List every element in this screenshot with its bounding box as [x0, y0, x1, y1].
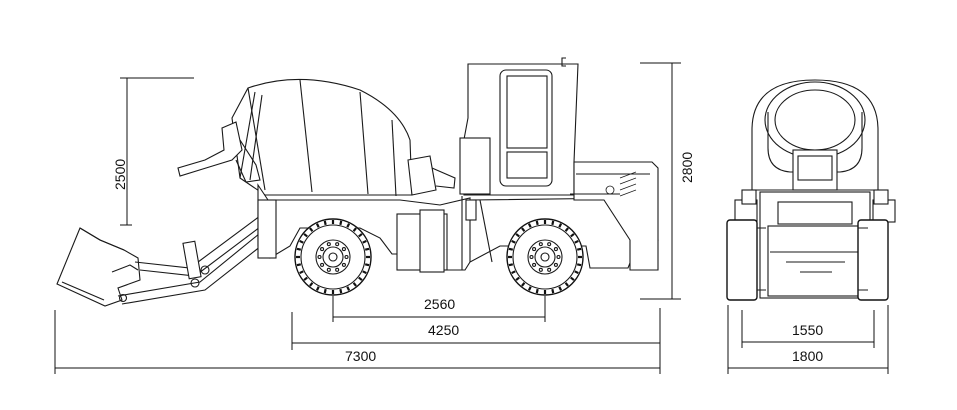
tire-tread: [570, 233, 575, 238]
dim-label-4250: 4250: [428, 322, 459, 338]
wheel-bolt: [335, 242, 340, 247]
wheel-bolt: [344, 254, 349, 260]
tire-tread: [515, 233, 520, 238]
front-drum: [751, 79, 879, 191]
tire-tread: [364, 263, 370, 267]
tire-tread: [508, 247, 514, 251]
wheel-bolt: [553, 247, 558, 252]
tire-tread: [558, 223, 563, 228]
tire-tread: [362, 239, 367, 244]
tire-tread: [364, 247, 370, 251]
tire-tread: [299, 239, 304, 244]
tire-tread: [352, 227, 357, 232]
wheel-bolt: [317, 254, 322, 260]
dim-label-2500: 2500: [112, 159, 128, 190]
wheel-bolt: [547, 267, 552, 272]
tire-tread: [535, 220, 539, 226]
tire-tread: [576, 247, 582, 251]
front-wheel: [294, 218, 372, 296]
tire-tread: [358, 276, 363, 281]
tire-tread: [299, 270, 304, 275]
side-view: [56, 57, 659, 307]
dim-label-1550: 1550: [792, 322, 823, 338]
engine-hood: [570, 161, 659, 271]
dim-label-7300: 7300: [345, 348, 376, 364]
wheel-bolt: [341, 247, 346, 252]
tire-tread: [558, 286, 563, 291]
tire-tread: [551, 288, 555, 294]
wheel-bolt: [320, 247, 325, 252]
tire-tread: [551, 220, 555, 226]
wheel-bolt: [326, 267, 331, 272]
wheel-bolt: [320, 262, 325, 267]
dimension-lines: [54, 62, 889, 374]
wheel-bolt: [341, 262, 346, 267]
chassis-frame: [257, 183, 659, 273]
tire-tread: [527, 223, 532, 228]
tire-tread: [511, 239, 516, 244]
loader-bucket: [56, 209, 276, 307]
front-tires: [726, 219, 889, 301]
tire-tread: [564, 227, 569, 232]
tire-tread: [323, 288, 327, 294]
tire-tread: [352, 282, 357, 287]
tire-tread: [515, 276, 520, 281]
rear-wheel: [506, 218, 584, 296]
tire-tread: [339, 288, 343, 294]
tire-tread: [511, 270, 516, 275]
tire-tread: [521, 282, 526, 287]
mixer-drum: [177, 78, 456, 197]
tire-tread: [535, 288, 539, 294]
cab: [459, 57, 579, 196]
tire-tread: [296, 263, 302, 267]
wheel-bolt: [335, 267, 340, 272]
tire-tread: [315, 223, 320, 228]
vent-grille: [605, 171, 637, 197]
tire-tread: [346, 223, 351, 228]
wheel-bolt: [326, 242, 331, 247]
tire-tread: [521, 227, 526, 232]
wheel-bolt: [553, 262, 558, 267]
tire-tread: [323, 220, 327, 226]
tire-tread: [362, 270, 367, 275]
tire-tread: [508, 263, 514, 267]
wheel-bolt: [538, 267, 543, 272]
wheel-bolt: [556, 254, 561, 260]
wheel-bolt: [532, 262, 537, 267]
tire-tread: [576, 263, 582, 267]
tire-tread: [570, 276, 575, 281]
tire-tread: [346, 286, 351, 291]
dim-label-1800: 1800: [792, 348, 823, 364]
dim-label-2800: 2800: [679, 152, 695, 183]
wheel-bolt: [547, 242, 552, 247]
tire-tread: [309, 282, 314, 287]
tire-tread: [303, 276, 308, 281]
tire-tread: [339, 220, 343, 226]
wheel-bolt: [529, 254, 534, 260]
tire-tread: [303, 233, 308, 238]
tire-tread: [527, 286, 532, 291]
dim-label-2560: 2560: [424, 296, 455, 312]
front-body: [734, 189, 896, 299]
front-view: [726, 79, 896, 301]
tire-tread: [315, 286, 320, 291]
wheel-bolt: [538, 242, 543, 247]
tire-tread: [309, 227, 314, 232]
tire-tread: [564, 282, 569, 287]
tire-tread: [296, 247, 302, 251]
wheel-bolt: [532, 247, 537, 252]
tire-tread: [574, 239, 579, 244]
tire-tread: [358, 233, 363, 238]
tire-tread: [574, 270, 579, 275]
